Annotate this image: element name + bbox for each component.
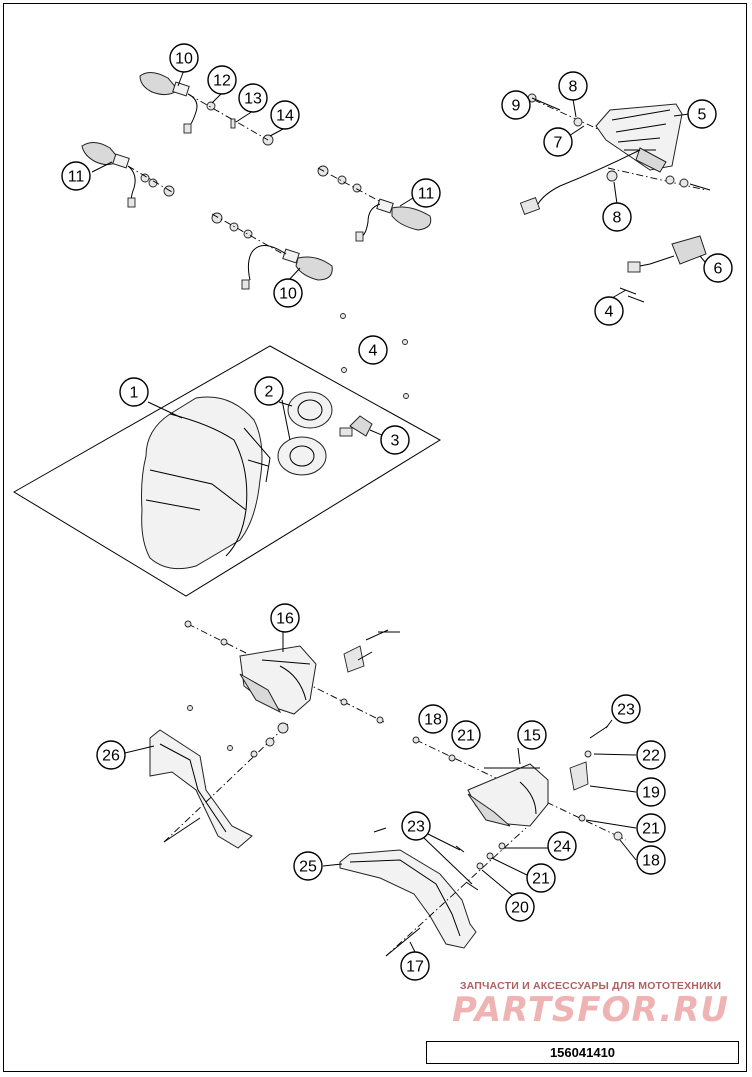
callout-16: 16	[270, 603, 300, 633]
licence-light-6	[611, 235, 707, 303]
callout-number: 10	[279, 286, 297, 303]
callout-number: 22	[642, 748, 660, 765]
callout-24: 24	[547, 831, 577, 861]
callout-21: 21	[636, 813, 666, 843]
aux-lamp-16	[184, 620, 400, 724]
diagram-code-box: 156041410	[426, 1041, 739, 1064]
callout-2: 2	[254, 376, 284, 406]
aux-lamp-15	[412, 719, 637, 861]
bracket-25	[322, 827, 549, 957]
callout-21: 21	[526, 863, 556, 893]
callout-number: 9	[512, 98, 521, 115]
callout-number: 21	[457, 728, 475, 745]
callout-13: 13	[238, 83, 268, 113]
callout-number: 24	[553, 839, 571, 856]
callout-number: 6	[714, 261, 723, 278]
watermark-logo: PARTSFOR.RU	[451, 990, 730, 1030]
callout-6: 6	[703, 253, 733, 283]
turn-signal-10-lower	[211, 212, 333, 290]
callout-number: 18	[642, 853, 660, 870]
callout-number: 18	[424, 712, 442, 729]
callout-number: 12	[213, 73, 231, 90]
callout-number: 17	[406, 959, 424, 976]
callout-23: 23	[611, 694, 641, 724]
callout-4: 4	[594, 296, 624, 326]
callout-number: 11	[68, 169, 85, 186]
turn-signal-11-left	[81, 142, 175, 208]
callout-number: 23	[407, 819, 425, 836]
callout-number: 20	[511, 900, 529, 917]
callout-22: 22	[636, 740, 666, 770]
tail-light-5	[519, 93, 711, 215]
callout-23: 23	[401, 811, 431, 841]
headlight-inserts-2	[277, 391, 385, 476]
watermark: ЗАПЧАСТИ И АКСЕССУАРЫ ДЛЯ МОТОТЕХНИКИ PA…	[438, 980, 743, 1028]
callout-3: 3	[380, 425, 410, 455]
turn-signal-11-right	[317, 165, 432, 242]
diagram-code: 156041410	[549, 1045, 616, 1060]
callout-7: 7	[543, 127, 573, 157]
callout-number: 8	[613, 210, 622, 227]
callout-number: 19	[642, 785, 660, 802]
turn-signal-10-top	[139, 69, 286, 146]
callout-number: 23	[617, 702, 635, 719]
callout-number: 5	[698, 107, 707, 124]
callout-26: 26	[96, 740, 126, 770]
callout-15: 15	[517, 720, 547, 750]
callout-number: 14	[276, 108, 294, 125]
callout-17: 17	[400, 951, 430, 981]
callout-number: 16	[276, 611, 294, 628]
callout-8: 8	[602, 202, 632, 232]
callout-number: 7	[554, 135, 563, 152]
callout-number: 26	[102, 748, 120, 765]
callout-10: 10	[169, 43, 199, 73]
callout-18: 18	[636, 845, 666, 875]
page-frame	[3, 3, 747, 1072]
callout-number: 2	[265, 384, 274, 401]
callout-number: 11	[418, 186, 435, 203]
watermark-tagline: ЗАПЧАСТИ И АКСЕССУАРЫ ДЛЯ МОТОТЕХНИКИ	[459, 980, 722, 992]
callout-number: 21	[642, 821, 660, 838]
callout-number: 4	[605, 304, 614, 321]
callout-number: 25	[299, 859, 317, 876]
callout-4: 4	[358, 335, 388, 365]
callout-11: 11	[61, 161, 91, 191]
callout-20: 20	[505, 892, 535, 922]
callout-19: 19	[636, 777, 666, 807]
callout-number: 4	[369, 343, 378, 360]
callout-1: 1	[119, 377, 149, 407]
callout-21: 21	[451, 720, 481, 750]
headlight-assembly-1	[13, 313, 441, 597]
callout-25: 25	[293, 851, 323, 881]
callout-12: 12	[207, 65, 237, 95]
callout-9: 9	[501, 90, 531, 120]
callout-number: 15	[523, 728, 541, 745]
callout-number: 10	[175, 51, 193, 68]
callout-number: 8	[569, 79, 578, 96]
callout-11: 11	[411, 178, 441, 208]
callout-number: 13	[244, 91, 262, 108]
callout-5: 5	[687, 99, 717, 129]
callout-10: 10	[273, 278, 303, 308]
callout-number: 3	[391, 433, 400, 450]
callout-number: 21	[532, 871, 550, 888]
callout-14: 14	[270, 100, 300, 130]
callout-8: 8	[558, 71, 588, 101]
callout-18: 18	[418, 704, 448, 734]
bracket-26	[124, 705, 291, 849]
callout-number: 1	[130, 385, 139, 402]
